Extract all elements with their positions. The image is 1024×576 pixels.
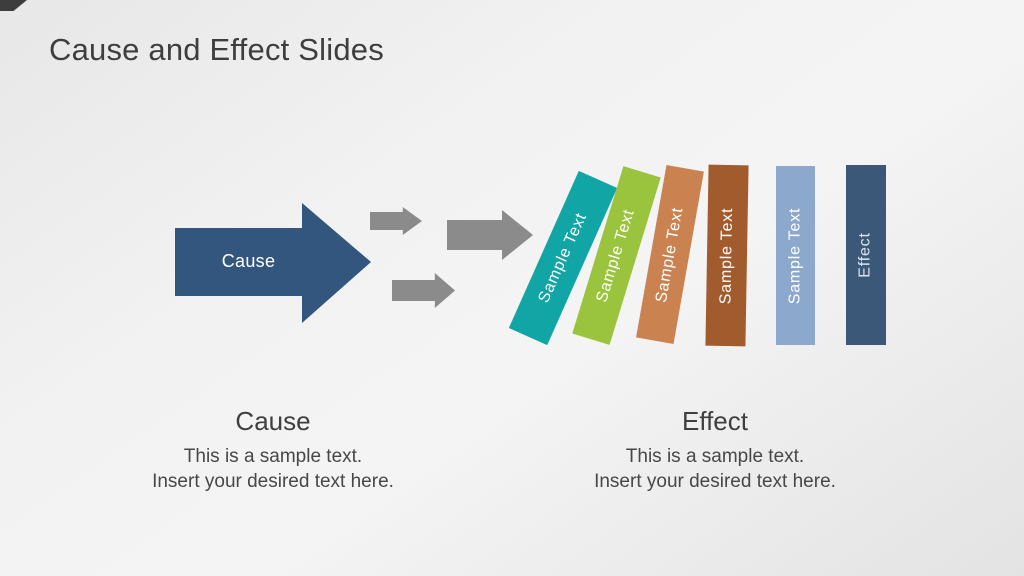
connector-arrow-large-icon	[447, 210, 533, 260]
effect-caption-heading: Effect	[681, 406, 748, 436]
effect-bar: Effect	[846, 165, 886, 345]
corner-mark	[0, 0, 27, 11]
cause-caption: Cause This is a sample text. Insert your…	[103, 406, 443, 494]
effect-bar-label: Effect	[857, 232, 875, 278]
cause-arrow-label: Cause	[221, 251, 276, 272]
cause-caption-line2: Insert your desired text here.	[152, 471, 394, 492]
effect-caption-line1: This is a sample text.	[625, 446, 805, 467]
domino-bar-label: Sample Text	[535, 210, 590, 306]
domino-bar-brown: Sample Text	[705, 164, 749, 347]
slide-title: Cause and Effect Slides	[49, 32, 384, 67]
cause-caption-line1: This is a sample text.	[183, 446, 363, 467]
cause-caption-heading: Cause	[235, 406, 311, 436]
effect-caption: Effect This is a sample text. Insert you…	[545, 406, 885, 494]
connector-arrow-bottom-icon	[392, 273, 455, 308]
domino-bar-lightblue: Sample Text	[776, 166, 815, 345]
connector-arrow-top-icon	[370, 207, 422, 235]
cause-arrow-shape: Cause	[175, 203, 371, 323]
domino-bar-label: Sample Text	[652, 205, 687, 304]
effect-caption-line2: Insert your desired text here.	[594, 471, 836, 492]
domino-bar-label: Sample Text	[786, 207, 804, 304]
domino-bar-label: Sample Text	[717, 207, 736, 304]
